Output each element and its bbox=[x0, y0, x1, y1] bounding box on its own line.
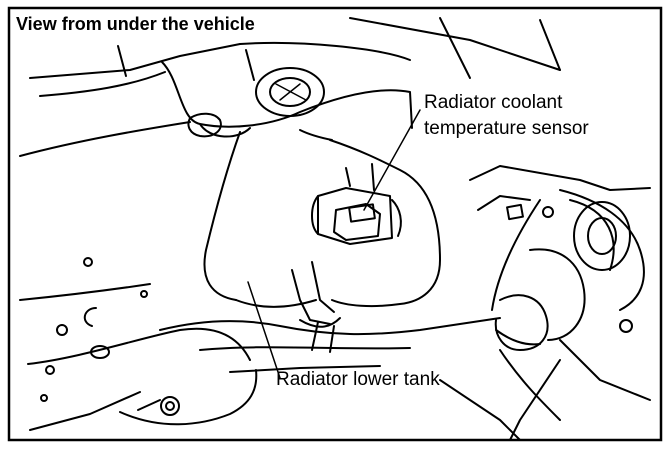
line-art bbox=[19, 17, 651, 441]
label-sensor-line2: temperature sensor bbox=[424, 118, 589, 139]
diagram-frame bbox=[7, 6, 663, 442]
label-lower-tank: Radiator lower tank bbox=[276, 369, 440, 390]
diagram-title: View from under the vehicle bbox=[16, 14, 255, 34]
label-sensor-line1: Radiator coolant bbox=[424, 92, 563, 113]
leader-lines bbox=[247, 109, 421, 379]
